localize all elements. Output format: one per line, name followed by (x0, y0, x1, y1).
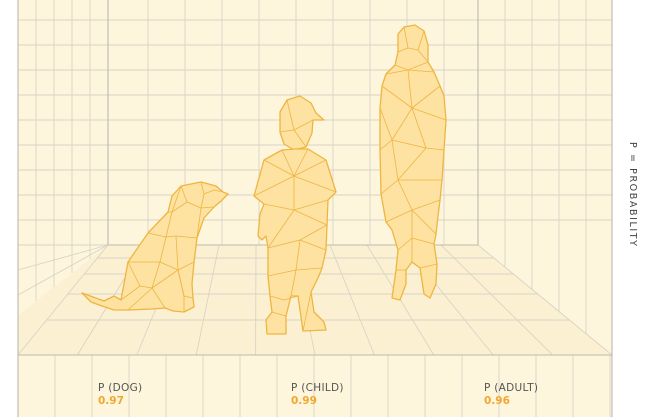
adult-probability-value: 0.96 (484, 396, 538, 407)
child-probability-label: P (CHILD) 0.99 (291, 383, 344, 406)
dog-probability-label: P (DOG) 0.97 (98, 383, 142, 406)
probability-legend-note: P = PROBABILITY (627, 142, 638, 248)
dog-label-name: P (DOG) (98, 383, 142, 394)
child-probability-value: 0.99 (291, 396, 344, 407)
adult-label-name: P (ADULT) (484, 383, 538, 394)
dog-probability-value: 0.97 (98, 396, 142, 407)
child-label-name: P (CHILD) (291, 383, 344, 394)
adult-probability-label: P (ADULT) 0.96 (484, 383, 538, 406)
